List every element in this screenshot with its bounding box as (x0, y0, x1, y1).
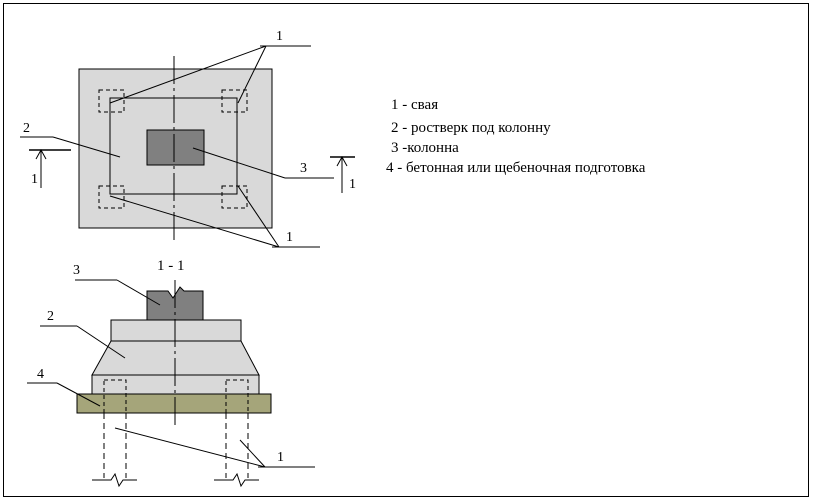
section-pile-left-embed (103, 379, 127, 414)
section-label-bedding: 4 (37, 367, 44, 382)
plan-pile-bottom-right (221, 185, 248, 209)
section-label-pile: 1 (277, 450, 284, 465)
legend-item-1: 1 - свая (391, 97, 438, 113)
section-view: 1 - 1 (27, 258, 315, 488)
plan-pile-top-right (221, 89, 248, 113)
plan-label-grillage: 2 (23, 121, 30, 136)
section-bedding (76, 393, 272, 414)
section-pile-left (103, 413, 127, 478)
section-pile-right-embed (225, 379, 249, 414)
legend-item-2: 2 - ростверк под колонну (391, 120, 551, 136)
plan-column (146, 129, 205, 166)
plan-section-mark-right: 1 (349, 177, 356, 192)
plan-label-pile-top: 1 (276, 29, 283, 44)
section-grillage-top (110, 319, 242, 342)
plan-view: 1 2 3 1 1 1 (20, 29, 356, 248)
legend-item-3: 3 -колонна (391, 140, 459, 156)
plan-pile-bottom-left (98, 185, 125, 209)
legend-item-4: 4 - бетонная или щебеночная подготовка (386, 160, 646, 176)
section-arrow-right (336, 155, 348, 167)
section-pile-right (225, 413, 249, 478)
section-arrow-left (35, 148, 47, 160)
section-label-grillage: 2 (47, 309, 54, 324)
section-title: 1 - 1 (157, 258, 185, 274)
plan-label-pile-bottom: 1 (286, 230, 293, 245)
section-label-column: 3 (73, 263, 80, 278)
plan-pile-top-left (98, 89, 125, 113)
plan-label-column: 3 (300, 161, 307, 176)
legend: 1 - свая 2 - ростверк под колонну 3 -кол… (386, 97, 646, 176)
plan-section-mark-left: 1 (31, 172, 38, 187)
